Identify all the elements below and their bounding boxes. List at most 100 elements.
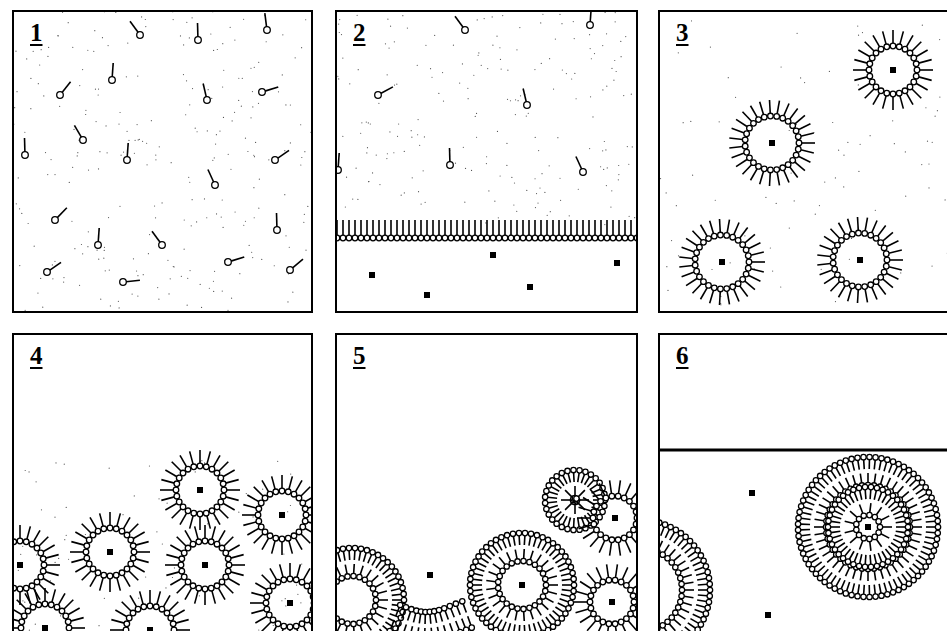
molecule-head: [761, 166, 767, 172]
stipple-dot: [559, 178, 560, 179]
molecule-tail: [555, 558, 563, 563]
molecule-tail: [75, 565, 87, 572]
molecule-head: [555, 544, 560, 549]
stipple-dot: [120, 155, 121, 156]
molecule-head: [214, 504, 220, 510]
molecule-head: [609, 493, 615, 499]
molecule-head: [911, 577, 916, 582]
molecule-tail: [551, 509, 559, 514]
molecule-head: [214, 583, 220, 589]
stipple-dot: [894, 143, 895, 144]
molecule-head: [751, 121, 757, 127]
molecule-head: [800, 551, 805, 556]
stipple-dot: [932, 142, 933, 143]
stipple-dot: [455, 163, 456, 164]
molecule-tail: [397, 622, 400, 631]
stipple-dot: [146, 164, 147, 165]
molecule-head: [398, 580, 403, 585]
stipple-dot: [136, 270, 137, 271]
molecule-head: [890, 590, 895, 595]
stipple-dot: [794, 200, 795, 201]
stipple-dot: [254, 217, 255, 218]
stipple-dot: [780, 66, 781, 67]
molecule-tail: [610, 480, 612, 493]
molecule-head: [453, 601, 458, 606]
molecule-head: [141, 604, 147, 610]
stipple-dot: [800, 77, 801, 78]
solute-particle: [719, 259, 725, 265]
stipple-dot: [24, 602, 25, 603]
molecule-tail: [560, 568, 569, 571]
stipple-dot: [214, 157, 215, 158]
stipple-dot: [387, 19, 388, 20]
molecule-tail: [918, 556, 926, 561]
molecule-tail: [337, 153, 340, 167]
molecule-tail: [732, 128, 745, 133]
molecule-tail: [68, 608, 80, 615]
stipple-dot: [515, 114, 516, 115]
molecule-tail: [388, 578, 396, 582]
stipple-dot: [102, 37, 103, 38]
molecule-tail: [385, 573, 393, 578]
molecule-tail: [553, 611, 560, 617]
molecule-tail: [839, 223, 846, 235]
molecule-head: [855, 455, 860, 460]
molecule-tail: [909, 480, 916, 487]
molecule-tail: [212, 526, 215, 539]
molecule-tail: [33, 530, 40, 542]
stipple-dot: [404, 151, 405, 152]
molecule-head: [351, 573, 356, 578]
stipple-dot: [484, 18, 485, 19]
stipple-dot: [258, 208, 259, 209]
stipple-dot: [259, 179, 260, 180]
molecule-tail: [243, 505, 256, 508]
stipple-dot: [155, 217, 156, 218]
molecule-head: [38, 550, 44, 556]
molecule-head: [401, 591, 406, 596]
molecule-tail: [580, 581, 591, 588]
molecule-tail: [858, 83, 870, 90]
stipple-dot: [843, 186, 844, 187]
molecule-head: [499, 630, 504, 631]
molecule-tail: [806, 502, 815, 506]
molecule-tail: [529, 536, 531, 545]
stipple-dot: [602, 89, 603, 90]
molecule-tail: [819, 505, 828, 509]
stipple-dot: [127, 42, 128, 43]
molecule-head: [559, 616, 564, 621]
molecule-tail: [889, 464, 892, 473]
stipple-dot: [578, 189, 579, 190]
molecule-head: [226, 562, 232, 568]
stipple-dot: [82, 253, 83, 254]
molecule-tail: [359, 551, 361, 560]
stipple-dot: [561, 23, 562, 24]
molecule-head: [212, 182, 219, 189]
stipple-dot: [143, 274, 144, 275]
molecule-head: [197, 463, 203, 469]
molecule-head: [418, 235, 424, 241]
molecule-tail: [911, 512, 920, 515]
molecule-tail: [360, 566, 363, 575]
molecule-tail: [902, 574, 908, 582]
stipple-dot: [300, 164, 301, 165]
molecule-tail: [889, 267, 902, 270]
stipple-dot: [549, 165, 550, 166]
molecule-head: [302, 506, 308, 512]
molecule-tail: [212, 591, 215, 604]
molecule-tail: [455, 16, 463, 27]
molecule-head: [735, 238, 741, 244]
molecule-head: [591, 587, 597, 593]
molecule-tail: [247, 528, 259, 535]
stipple-dot: [467, 88, 468, 89]
stipple-dot: [158, 498, 159, 499]
solute-particle: [147, 627, 153, 631]
molecule-head: [609, 537, 615, 543]
stipple-dot: [573, 21, 574, 22]
stipple-dot: [186, 80, 187, 81]
molecule-head: [521, 558, 526, 563]
molecule-head: [598, 235, 604, 241]
molecule-tail: [554, 512, 561, 518]
molecule-tail: [911, 540, 920, 543]
molecule-tail: [573, 473, 575, 482]
molecule-tail: [804, 544, 813, 547]
